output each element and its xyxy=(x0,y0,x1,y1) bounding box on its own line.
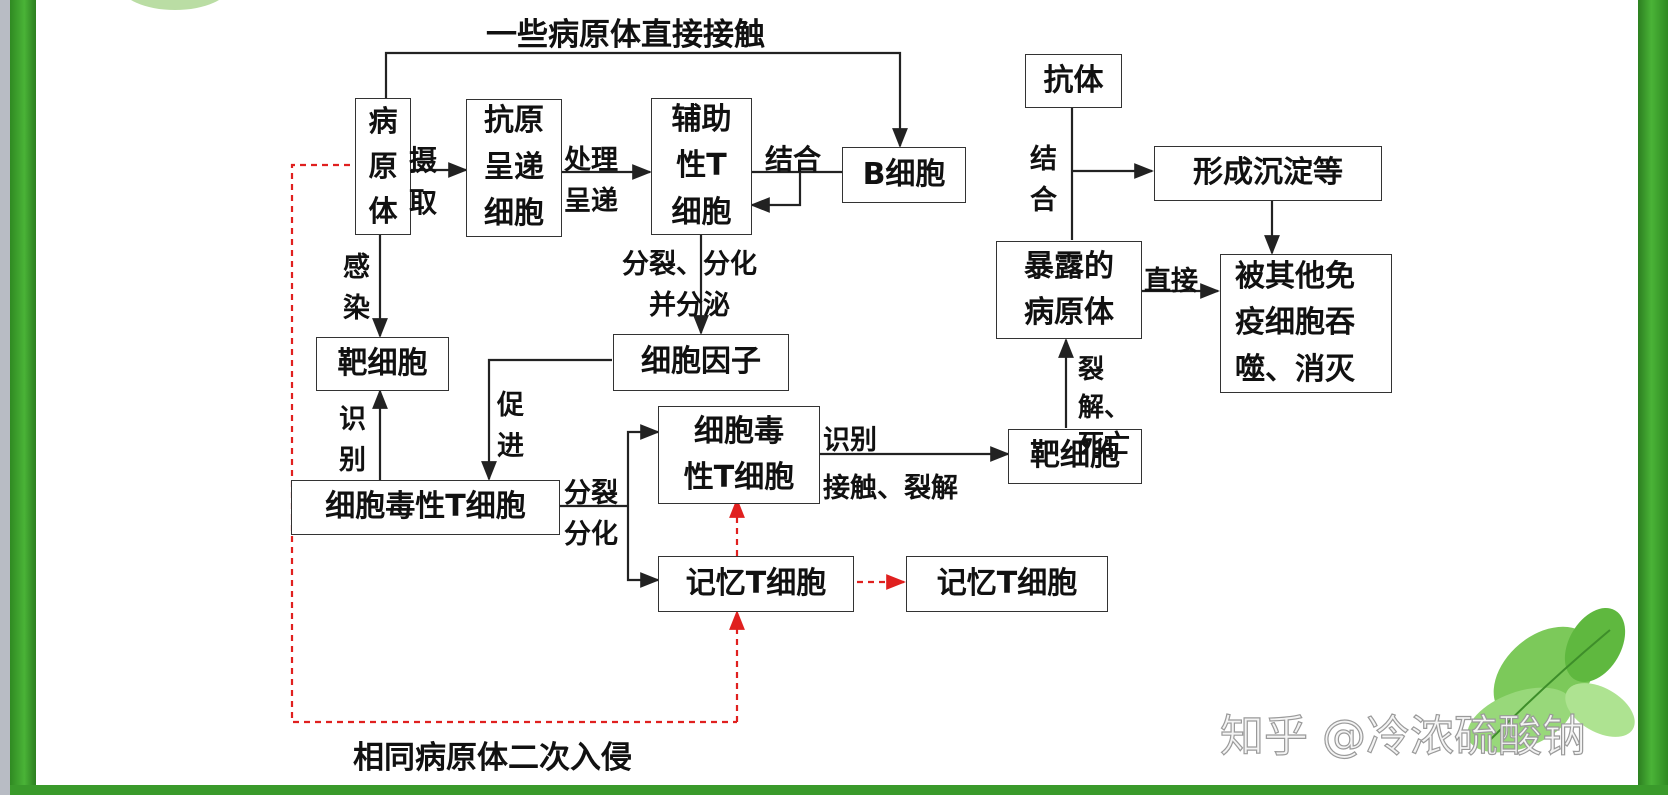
node-memory-t-cell-2: 记忆T细胞 xyxy=(906,556,1108,612)
node-antigen-presenting-cell: 抗原 呈递 细胞 xyxy=(466,99,562,237)
green-border-left xyxy=(10,0,36,795)
node-cytokine: 细胞因子 xyxy=(613,334,789,391)
node-target-cell-right: 靶细胞 xyxy=(1008,429,1142,484)
label-contact-lyse: 接触、裂解 xyxy=(823,473,958,504)
label-uptake: 摄 取 xyxy=(409,144,438,219)
label-bind-left: 结合 xyxy=(765,143,822,176)
node-pathogen: 病 原 体 xyxy=(355,98,411,235)
arrow-to-effector xyxy=(626,424,660,506)
node-helper-t-cell: 辅助 性T 细胞 xyxy=(651,98,752,235)
label-lyse-death: 裂 解、 死亡 xyxy=(1078,355,1131,461)
label-secondary-invasion: 相同病原体二次入侵 xyxy=(353,740,632,776)
label-direct: 直接 xyxy=(1144,266,1198,297)
leaf-decoration-top xyxy=(120,0,230,10)
node-precipitate: 形成沉淀等 xyxy=(1154,146,1382,201)
label-bind-right: 结 合 xyxy=(1030,144,1057,216)
node-cytotoxic-t-cell: 细胞毒性T细胞 xyxy=(291,480,560,535)
label-recognize-right: 识别 xyxy=(823,425,877,456)
node-effector-cytotoxic-t-cell: 细胞毒 性T细胞 xyxy=(658,406,820,504)
node-memory-t-cell: 记忆T细胞 xyxy=(658,556,854,612)
label-direct-contact: 一些病原体直接接触 xyxy=(486,17,765,53)
dashed-reinvasion-line xyxy=(290,163,737,724)
label-promote: 促 进 xyxy=(497,390,524,462)
watermark: 知乎 @冷浓硫酸钠 xyxy=(1219,710,1586,762)
window-edge xyxy=(0,0,10,795)
arrow-b-to-helper xyxy=(750,172,802,213)
node-target-cell-left: 靶细胞 xyxy=(316,337,449,391)
node-exposed-pathogen: 暴露的 病原体 xyxy=(996,241,1142,339)
leaf-decoration-bottom-right xyxy=(1467,608,1635,753)
green-border-right xyxy=(1638,0,1668,795)
green-border-bottom xyxy=(10,785,1668,795)
label-recognize-left: 识 别 xyxy=(339,404,366,476)
node-antibody: 抗体 xyxy=(1025,54,1122,108)
label-divide-secrete: 分裂、分化 并分泌 xyxy=(622,249,757,321)
node-b-cell: B细胞 xyxy=(842,147,966,203)
arrow-promote xyxy=(481,358,612,481)
node-phagocytosed: 被其他免 疫细胞吞 噬、消灭 xyxy=(1220,254,1392,393)
label-divide-differentiate: 分裂 分化 xyxy=(564,478,618,550)
arrow-to-memory xyxy=(626,506,660,588)
label-process-present: 处理 呈递 xyxy=(564,145,618,217)
label-infect: 感 染 xyxy=(343,252,370,324)
arrow-direct-contact xyxy=(384,51,908,148)
